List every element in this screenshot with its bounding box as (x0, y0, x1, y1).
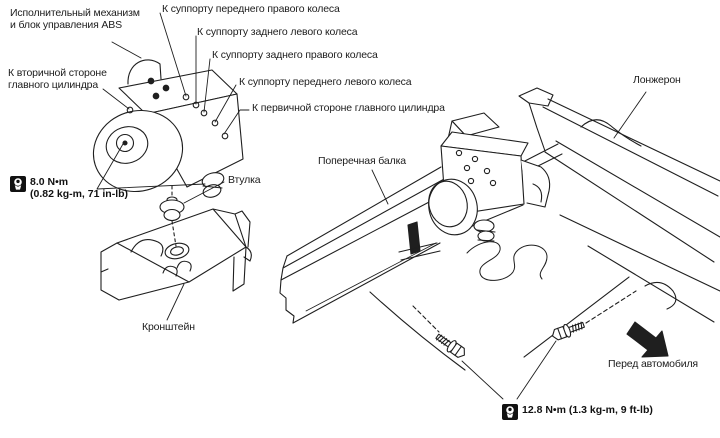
abs-unit-mounted-drawing (428, 112, 551, 242)
torque-value: 8.0 N•m (30, 176, 69, 188)
mounting-torque-spec: 12.8 N•m (1.3 kg-m, 9 ft-lb) (502, 404, 653, 420)
crossmember-label: Поперечная балка (318, 155, 406, 167)
bracket-drawing (100, 208, 252, 301)
abs-actuator-drawing (92, 59, 244, 198)
torque-value: 12.8 N•m (1.3 kg-m, 9 ft-lb) (522, 404, 653, 416)
primary-master-cylinder-label: К первичной стороне главного цилиндра (252, 102, 445, 114)
torque-wrench-icon (10, 176, 26, 192)
front-right-caliper-label: К суппорту переднего правого колеса (162, 3, 340, 15)
torque-detail: (0.82 kg-m, 71 in-lb) (30, 188, 129, 200)
front-of-vehicle-label: Перед автомобиля (608, 358, 698, 370)
actuator-torque-spec: 8.0 N•m (0.82 kg-m, 71 in-lb) (10, 176, 128, 200)
bushing-label: Втулка (228, 174, 261, 186)
rear-right-caliper-label: К суппорту заднего правого колеса (212, 49, 378, 61)
mounting-bolt-drawing (412, 290, 637, 400)
rear-left-caliper-label: К суппорту заднего левого колеса (197, 26, 358, 38)
front-left-caliper-label: К суппорту переднего левого колеса (239, 76, 412, 88)
torque-wrench-icon (502, 404, 518, 420)
floor-panel-drawing (369, 241, 630, 371)
side-member-label: Лонжерон (633, 74, 681, 86)
side-member-drawing (518, 87, 720, 323)
actuator-unit-label: Исполнительный механизм и блок управлени… (10, 7, 140, 31)
front-direction-arrow-icon (626, 321, 669, 358)
bracket-label: Кронштейн (142, 321, 195, 333)
secondary-master-cylinder-label: К вторичной стороне главного цилиндра (8, 67, 107, 91)
bushing-drawing (159, 185, 185, 247)
leader-lines (96, 12, 647, 321)
